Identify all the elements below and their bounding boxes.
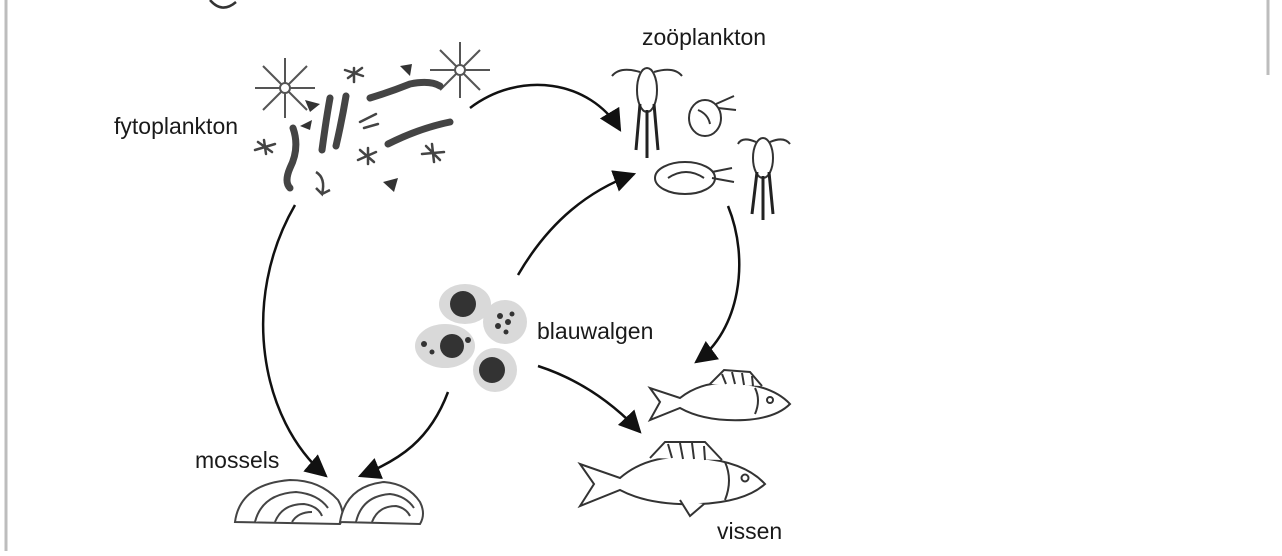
arrow-fytoplankton-to-mossels bbox=[263, 205, 326, 476]
mossels-illustration bbox=[235, 480, 423, 524]
arrow-blauwalgen-to-vissen bbox=[538, 366, 640, 432]
label-fytoplankton: fytoplankton bbox=[114, 115, 238, 138]
label-vissen: vissen bbox=[717, 520, 782, 543]
arrow-blauwalgen-to-zooplankton bbox=[518, 174, 634, 275]
cropped-top-glyph bbox=[210, 0, 236, 8]
label-mossels: mossels bbox=[195, 449, 279, 472]
arrow-fytoplankton-to-zooplankton bbox=[470, 85, 620, 130]
fytoplankton-illustration bbox=[255, 42, 490, 194]
label-zooplankton: zoöplankton bbox=[642, 26, 766, 49]
vissen-illustration bbox=[580, 370, 790, 516]
arrow-blauwalgen-to-mossels bbox=[360, 392, 448, 476]
arrow-zooplankton-to-vissen bbox=[696, 206, 739, 362]
zooplankton-illustration bbox=[612, 68, 790, 220]
blauwalgen-illustration bbox=[415, 284, 527, 392]
label-blauwalgen: blauwalgen bbox=[537, 320, 653, 343]
